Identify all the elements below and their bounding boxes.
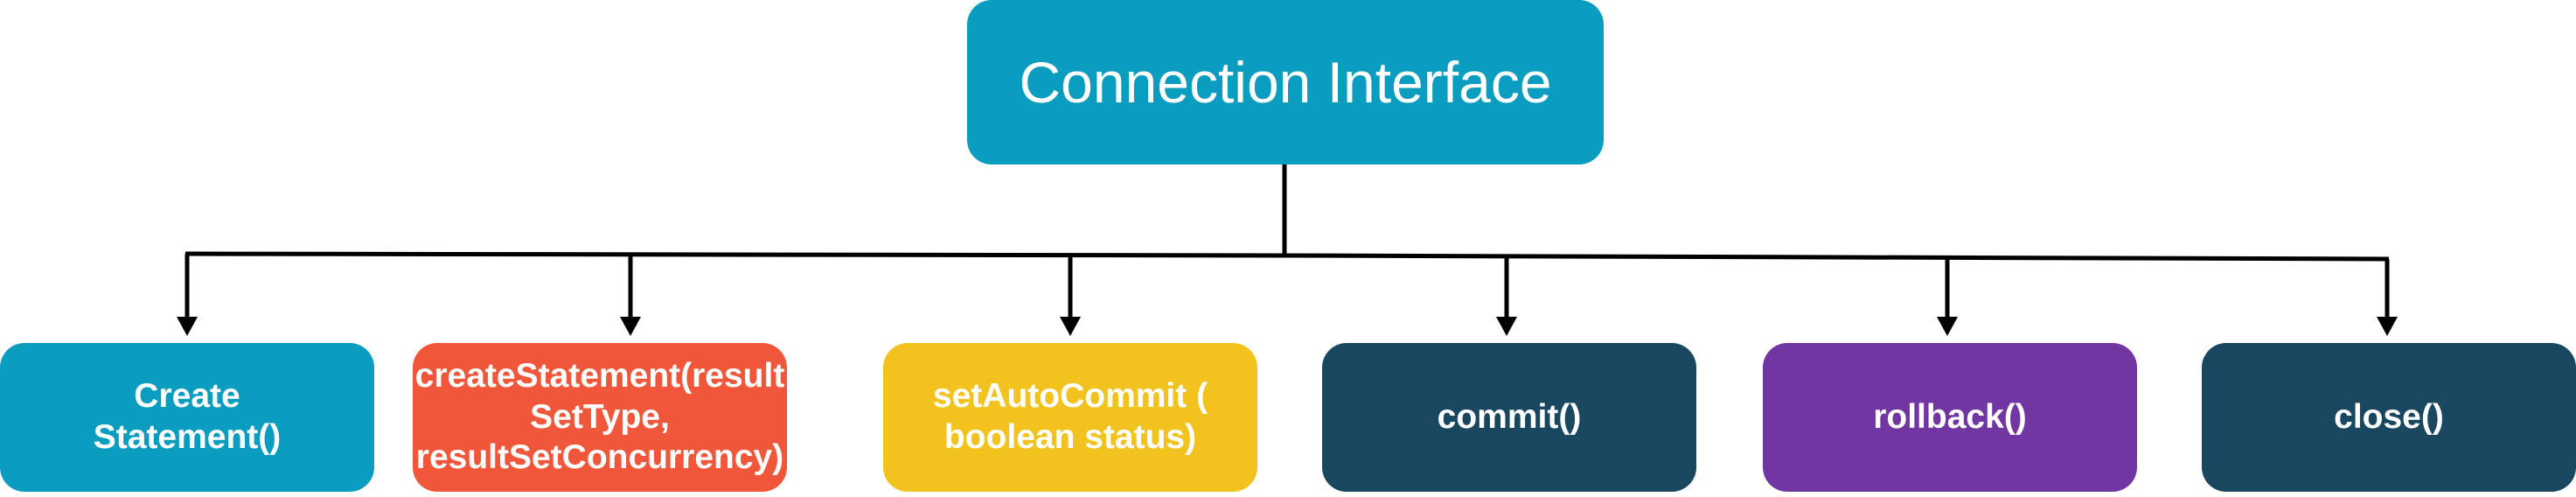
method-label: commit(): [1437, 397, 1582, 436]
method-node-set-auto-commit: setAutoCommit ( boolean status): [883, 343, 1257, 492]
method-node-create-statement-with-params: createStatement(result SetType, resultSe…: [413, 343, 787, 492]
method-label: setAutoCommit ( boolean status): [932, 377, 1208, 456]
method-node-close: close(): [2202, 343, 2576, 492]
method-label: Create Statement(): [93, 377, 282, 456]
horizontal-bus-line: [184, 251, 2390, 262]
method-node-commit: commit(): [1322, 343, 1696, 492]
method-label: close(): [2334, 397, 2444, 436]
connection-interface-label: Connection Interface: [1019, 50, 1552, 115]
arrowhead-1: [177, 317, 198, 336]
arrowhead-4: [1496, 317, 1517, 336]
arrowhead-6: [2377, 317, 2398, 336]
method-label: rollback(): [1873, 397, 2027, 436]
branch-arrows: [177, 254, 2398, 336]
connection-interface-node: Connection Interface: [967, 0, 1604, 164]
arrowhead-3: [1060, 317, 1081, 336]
method-node-create-statement: Create Statement(): [0, 343, 374, 492]
method-label: createStatement(result SetType, resultSe…: [414, 356, 785, 477]
arrowhead-2: [620, 317, 641, 336]
arrowhead-5: [1937, 317, 1958, 336]
method-node-rollback: rollback(): [1763, 343, 2137, 492]
